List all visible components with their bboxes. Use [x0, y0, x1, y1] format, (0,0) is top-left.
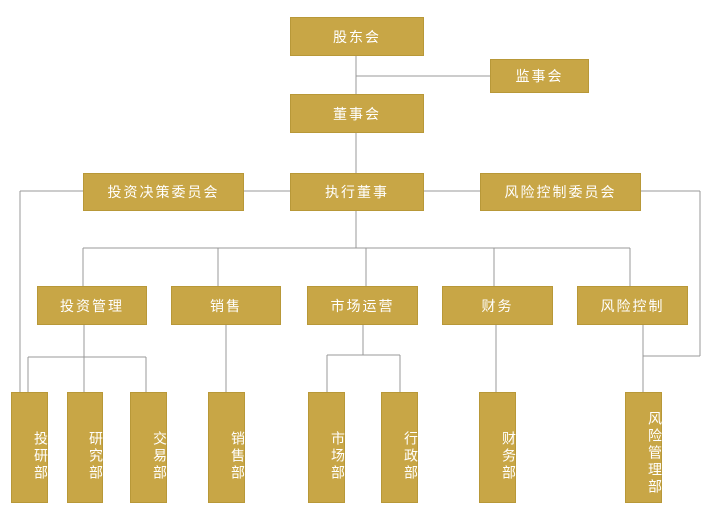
investment-management-box: 投资管理	[37, 286, 147, 325]
risk-management-dept-box: 风险管理部	[625, 392, 662, 503]
sales-dept-box: 销售部	[208, 392, 245, 503]
finance-dept-box: 财务部	[479, 392, 516, 503]
board-box: 董事会	[290, 94, 424, 133]
risk-committee-box: 风险控制委员会	[480, 173, 641, 211]
finance-box: 财务	[442, 286, 553, 325]
executive-director-box: 执行董事	[290, 173, 424, 211]
admin-dept-box: 行政部	[381, 392, 418, 503]
shareholders-box: 股东会	[290, 17, 424, 56]
research-dept-box: 研究部	[67, 392, 103, 503]
sales-box: 销售	[171, 286, 281, 325]
market-dept-box: 市场部	[308, 392, 345, 503]
risk-control-box: 风险控制	[577, 286, 688, 325]
supervisors-box: 监事会	[490, 59, 589, 93]
marketing-operations-box: 市场运营	[307, 286, 418, 325]
investment-research-dept-box: 投研部	[11, 392, 48, 503]
investment-committee-box: 投资决策委员会	[83, 173, 244, 211]
trading-dept-box: 交易部	[130, 392, 167, 503]
